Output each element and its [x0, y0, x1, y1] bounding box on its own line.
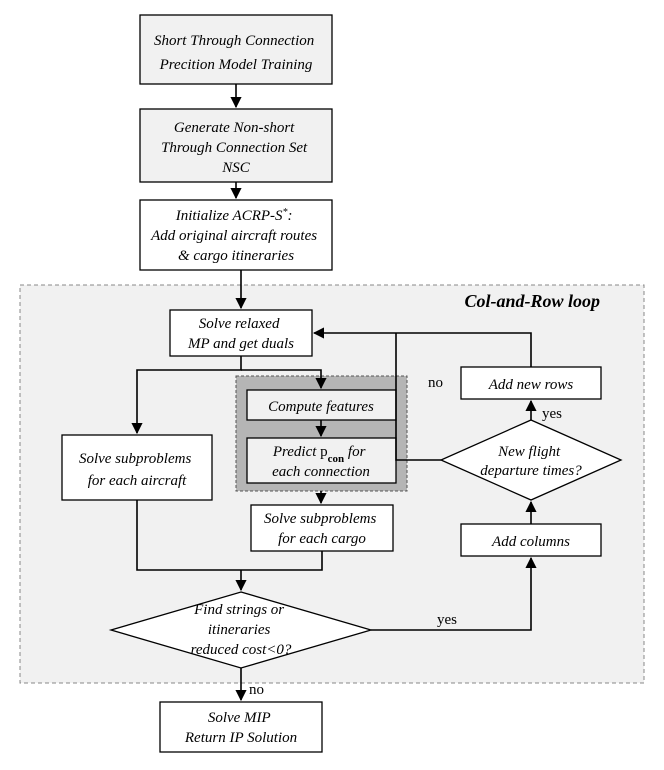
- label-flight-yes: yes: [542, 406, 562, 422]
- initialize-text: Initialize ACRP-S*: Add original aircraf…: [150, 207, 321, 265]
- edge-flight-no: [395, 333, 441, 461]
- compute-features-text: Compute features: [268, 399, 374, 415]
- solve-mip-text: Solve MIP Return IP Solution: [184, 710, 297, 746]
- new-flight-decision: [439, 419, 623, 501]
- edge-mp-compute: [241, 369, 327, 390]
- generate-nsc-box: [139, 108, 333, 183]
- add-columns-box: [460, 523, 602, 557]
- generate-nsc-text: Generate Non-short Through Connection Se…: [161, 120, 311, 176]
- edge-find-yes: [371, 556, 537, 631]
- predict-box: [246, 437, 397, 484]
- find-strings-text: Find strings or itineraries reduced cost…: [191, 602, 292, 658]
- label-find-yes: yes: [437, 612, 457, 628]
- solve-mip-box: [159, 701, 323, 753]
- add-rows-text: Add new rows: [488, 377, 574, 393]
- label-find-no: no: [249, 682, 264, 698]
- train-model-text: Short Through Connection Precition Model…: [154, 33, 318, 73]
- edge-mp-split: [131, 356, 242, 435]
- new-flight-text: New flight departure times?: [480, 444, 582, 479]
- edge-aircraft-join: [136, 500, 323, 571]
- initialize-box: [139, 199, 333, 271]
- subproblem-aircraft-text: Solve subproblems for each aircraft: [79, 451, 195, 489]
- subproblem-aircraft-box: [61, 434, 213, 501]
- edges: [131, 84, 537, 702]
- subproblem-cargo-text: Solve subproblems for each cargo: [264, 511, 380, 547]
- train-model-box: [139, 14, 333, 85]
- add-columns-text: Add columns: [491, 534, 570, 550]
- add-rows-box: [460, 366, 602, 400]
- solve-mp-text: Solve relaxed MP and get duals: [187, 316, 294, 352]
- edge-rows-mp: [312, 327, 532, 367]
- label-flight-no: no: [428, 375, 443, 391]
- loop-title: Col-and-Row loop: [464, 291, 600, 311]
- subproblem-cargo-box: [250, 504, 394, 552]
- solve-mp-box: [169, 309, 313, 357]
